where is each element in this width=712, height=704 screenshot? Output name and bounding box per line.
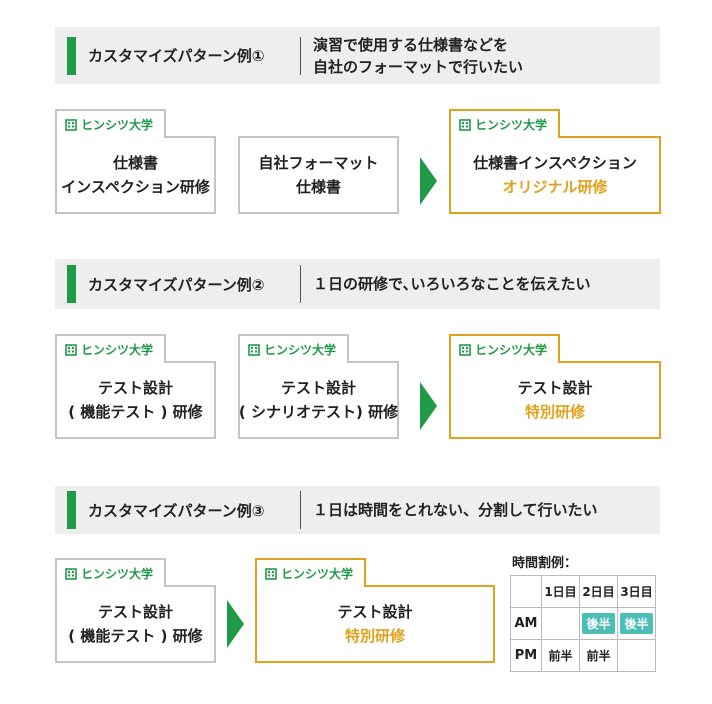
pattern-description: １日は時間をとれない、分割して行いたい (313, 501, 598, 519)
table-header-cell: 1日目 (541, 575, 580, 608)
brand-label: ヒンシツ大学 (81, 118, 154, 132)
accent-bar (67, 491, 76, 529)
arrow-icon (227, 600, 244, 648)
table-header-cell: 2日目 (579, 575, 618, 608)
custom-course-card: テスト設計 特別研修 (255, 585, 495, 663)
table-cell: 後半 (579, 607, 618, 640)
table-cell (541, 607, 580, 640)
course-tab: ヒンシツ大学 (255, 558, 366, 587)
card-line: テスト設計 (97, 379, 173, 397)
course-tab: ヒンシツ大学 (449, 334, 560, 363)
timetable-label: 時間割例： (512, 556, 578, 571)
course-tab: ヒンシツ大学 (55, 558, 166, 587)
description-line: 自社のフォーマットで行いたい (313, 57, 524, 76)
table-row: PM 前半 前半 (510, 639, 656, 672)
custom-course-card: テスト設計 特別研修 (449, 361, 661, 439)
card-line: ( 機能テスト ) 研修 (68, 403, 203, 421)
session-badge: 後半 (620, 613, 653, 634)
course-card: テスト設計 ( 機能テスト ) 研修 (55, 585, 216, 663)
arrow-icon (420, 382, 437, 430)
pattern-description: 演習で使用する仕様書などを 自社のフォーマットで行いたい (313, 34, 523, 78)
table-row-label: AM (510, 607, 542, 640)
building-icon (459, 118, 471, 131)
arrow-icon (420, 157, 437, 205)
table-row: AM 後半 後半 (510, 607, 656, 640)
building-icon (248, 343, 260, 356)
table-cell: 前半 (541, 639, 580, 672)
card-line: 仕様書 (112, 154, 158, 172)
separator (300, 265, 301, 303)
table-row: 1日目 2日目 3日目 (510, 575, 656, 608)
course-card: 仕様書 インスペクション研修 (55, 136, 216, 214)
pattern-title: カスタマイズパターン例① (88, 47, 265, 65)
table-row-label: PM (510, 639, 542, 672)
separator (300, 491, 301, 529)
card-line: ( 機能テスト ) 研修 (68, 627, 203, 645)
accent-bar (67, 36, 76, 75)
pattern-3-banner: カスタマイズパターン例③ １日は時間をとれない、分割して行いたい (55, 486, 660, 534)
table-cell (617, 639, 656, 672)
pattern-description: １日の研修で､いろいろなことを伝えたい (313, 275, 591, 293)
card-line-highlight: オリジナル研修 (502, 178, 608, 196)
card-line: 自社フォーマット (258, 154, 379, 172)
table-header-cell: 3日目 (617, 575, 656, 608)
custom-course-card: 仕様書インスペクション オリジナル研修 (449, 136, 661, 214)
table-cell: 後半 (617, 607, 656, 640)
card-line: テスト設計 (280, 379, 356, 397)
brand-label: ヒンシツ大学 (264, 343, 337, 357)
card-line-highlight: 特別研修 (344, 627, 405, 645)
description-line: 演習で使用する仕様書などを (313, 35, 509, 54)
building-icon (65, 567, 77, 580)
table-cell (510, 575, 542, 608)
course-card: テスト設計 ( シナリオテスト) 研修 (238, 361, 399, 439)
brand-label: ヒンシツ大学 (81, 567, 154, 581)
building-icon (65, 118, 77, 131)
card-line: テスト設計 (337, 603, 413, 621)
pattern-title: カスタマイズパターン例③ (88, 501, 265, 520)
course-tab: ヒンシツ大学 (55, 334, 166, 363)
brand-label: ヒンシツ大学 (475, 343, 548, 357)
card-line: 仕様書インスペクション (473, 154, 637, 172)
pattern-1-banner: カスタマイズパターン例① 演習で使用する仕様書などを 自社のフォーマットで行いた… (55, 27, 660, 84)
card-line: テスト設計 (517, 379, 593, 397)
building-icon (265, 567, 277, 580)
course-tab: ヒンシツ大学 (238, 334, 349, 363)
course-tab: ヒンシツ大学 (55, 109, 166, 138)
pattern-2-banner: カスタマイズパターン例② １日の研修で､いろいろなことを伝えたい (55, 259, 660, 309)
brand-label: ヒンシツ大学 (281, 567, 354, 581)
brand-label: ヒンシツ大学 (81, 343, 154, 357)
course-card: 自社フォーマット 仕様書 (238, 136, 399, 214)
brand-label: ヒンシツ大学 (475, 118, 548, 132)
card-line: インスペクション研修 (61, 178, 210, 196)
card-line: ( シナリオテスト) 研修 (238, 403, 399, 421)
pattern-title: カスタマイズパターン例② (88, 275, 265, 294)
card-line: テスト設計 (97, 603, 173, 621)
timetable: 1日目 2日目 3日目 AM 後半 後半 PM 前半 前半 (510, 575, 656, 672)
building-icon (65, 343, 77, 356)
accent-bar (67, 265, 76, 303)
session-badge: 後半 (582, 613, 615, 634)
course-tab: ヒンシツ大学 (449, 109, 560, 138)
separator (300, 36, 301, 75)
course-card: テスト設計 ( 機能テスト ) 研修 (55, 361, 216, 439)
building-icon (459, 343, 471, 356)
card-line: 仕様書 (295, 178, 341, 196)
table-cell: 前半 (579, 639, 618, 672)
card-line-highlight: 特別研修 (524, 403, 585, 421)
